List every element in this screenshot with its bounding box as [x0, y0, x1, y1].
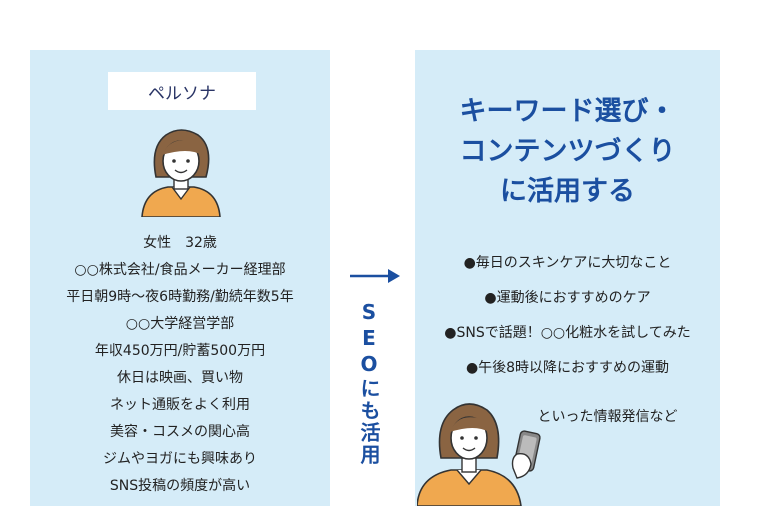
heading-line: に活用する — [500, 176, 635, 207]
list-item: ○○大学経営学部 — [125, 316, 235, 332]
list-item: ●毎日のスキンケアに大切なこと — [463, 255, 672, 271]
list-item: ●午後8時以降におすすめの運動 — [465, 360, 670, 376]
list-item: ジムやヨガにも興味あり — [103, 451, 257, 467]
usage-heading: キーワード選び・ コンテンツづくり に活用する — [415, 92, 720, 212]
heading-line: キーワード選び・ — [459, 96, 676, 127]
list-item: ネット通販をよく利用 — [110, 397, 250, 413]
heading-line: コンテンツづくり — [459, 136, 676, 167]
list-item: ●SNSで話題！○○化粧水を試してみた — [444, 325, 691, 341]
list-item: ●運動後におすすめのケア — [484, 290, 651, 306]
list-item: 年収450万円/貯蓄500万円 — [94, 343, 266, 359]
list-item: ○○株式会社/食品メーカー経理部 — [74, 262, 286, 278]
list-item: 女性 32歳 — [143, 235, 217, 251]
list-item: 休日は映画、買い物 — [117, 370, 243, 386]
usage-footer: といった情報発信など — [537, 409, 678, 425]
usage-panel: キーワード選び・ コンテンツづくり に活用する ●毎日のスキンケアに大切なこと … — [415, 50, 720, 506]
list-item: 平日朝9時〜夜6時勤務/勤続年数5年 — [66, 289, 294, 305]
list-item: 美容・コスメの関心高 — [110, 424, 250, 440]
topic-list: ●毎日のスキンケアに大切なこと ●運動後におすすめのケア ●SNSで話題！○○化… — [415, 246, 720, 386]
persona-attribute-list: 女性 32歳 ○○株式会社/食品メーカー経理部 平日朝9時〜夜6時勤務/勤続年数… — [30, 230, 330, 500]
list-item: SNS投稿の頻度が高い — [109, 478, 251, 494]
woman-with-phone-icon — [417, 403, 541, 506]
woman-avatar-icon — [141, 129, 221, 217]
arrow-right-icon — [350, 269, 400, 283]
persona-title: ペルソナ — [108, 72, 256, 110]
connector-label: SEOにも活用 — [357, 300, 381, 466]
persona-panel: ペルソナ 女性 32歳 ○○株式会社/食品メーカー経理部 平日朝9時〜夜6時勤務… — [30, 50, 330, 506]
